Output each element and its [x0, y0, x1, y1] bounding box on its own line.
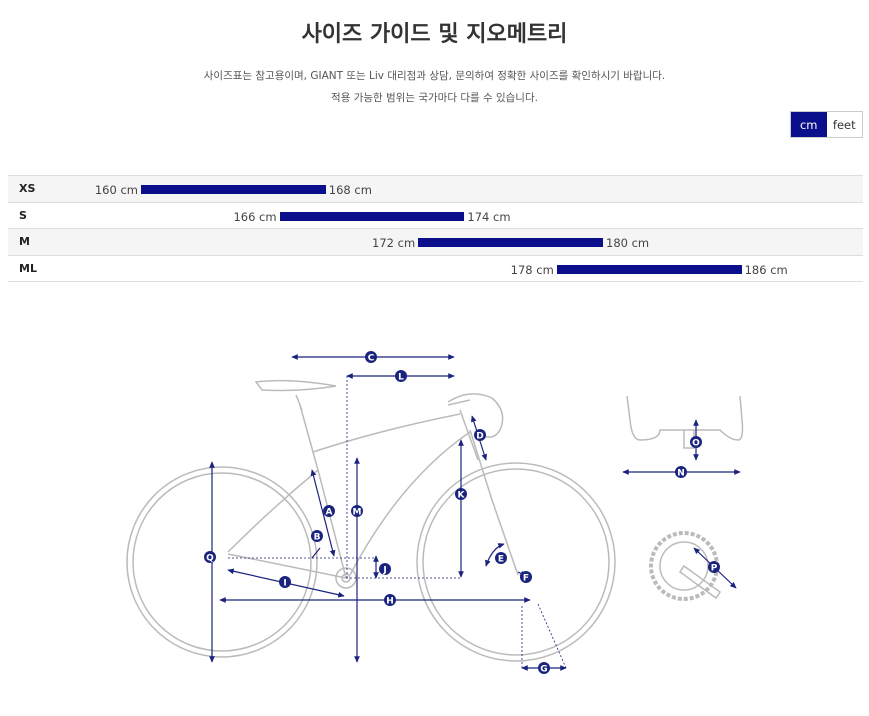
stem: [447, 399, 471, 406]
unit-toggle: cm feet: [790, 111, 863, 138]
label-g-badge: G: [538, 662, 550, 675]
dimension-labels: C L D K M A B Q E J F I H G O N P: [204, 351, 720, 675]
size-name: XS: [19, 182, 36, 195]
range-bar: [418, 238, 603, 247]
dimension-lines: [209, 354, 741, 671]
saddle: [254, 379, 337, 392]
label-d-badge: D: [474, 429, 486, 442]
size-row-xs: XS 160 cm 168 cm: [8, 176, 863, 203]
size-name: ML: [19, 261, 37, 275]
label-j: J: [382, 566, 386, 576]
label-n-badge: N: [675, 466, 687, 479]
label-b: B: [314, 533, 321, 543]
range-min-label: 166 cm: [233, 209, 277, 224]
intro-text-line-2: 적용 가능한 범위는 국가마다 다를 수 있습니다.: [331, 92, 538, 104]
label-k: K: [458, 491, 466, 501]
seat-tube: [299, 404, 347, 579]
label-m: M: [353, 508, 362, 518]
range-max-label: 186 cm: [744, 262, 788, 277]
label-o-badge: O: [690, 436, 702, 449]
front-wheel: [416, 462, 616, 662]
down-tube: [349, 431, 471, 576]
size-name: M: [19, 235, 30, 248]
label-i-badge: I: [279, 576, 291, 589]
fork: [469, 429, 519, 576]
size-row-s: S 166 cm 174 cm: [8, 202, 863, 229]
page-title: 사이즈 가이드 및 지오메트리: [301, 22, 568, 47]
range-min-label: 178 cm: [510, 262, 554, 277]
label-l: L: [398, 373, 404, 383]
label-c-badge: C: [365, 351, 377, 364]
range-max-label: 168 cm: [328, 183, 372, 197]
label-d: D: [476, 432, 483, 442]
size-row-m: M 172 cm 180 cm: [8, 229, 863, 256]
size-table: XS 160 cm 168 cm S 166 cm 174 cm M 172 c…: [8, 175, 863, 282]
size-name: S: [19, 208, 27, 222]
label-h-badge: H: [384, 594, 396, 607]
label-f: F: [523, 574, 529, 584]
label-a-badge: A: [323, 505, 335, 518]
label-i: I: [283, 579, 286, 589]
geometry-diagram: C L D K M A B Q E J F I H G O N P: [126, 351, 744, 675]
seat-post: [295, 394, 303, 411]
label-e: E: [498, 555, 504, 565]
label-j-badge: J: [379, 563, 391, 576]
label-n: N: [677, 469, 685, 479]
front-tire-inner: [422, 468, 610, 656]
label-b-badge: B: [311, 530, 323, 543]
bike-illustration: [126, 379, 744, 662]
range-bar: [556, 264, 742, 274]
label-o: O: [692, 439, 700, 449]
range-bar: [141, 185, 326, 194]
label-e-badge: E: [495, 552, 507, 565]
handlebar: [447, 393, 504, 438]
intro-text-line-1: 사이즈표는 참고용이며, GIANT 또는 Liv 대리점과 상담, 문의하여 …: [203, 70, 666, 82]
label-p-badge: P: [708, 561, 720, 574]
range-max-label: 180 cm: [606, 236, 650, 250]
range-bar: [279, 211, 465, 221]
unit-feet-button[interactable]: feet: [826, 112, 862, 137]
range-min-label: 172 cm: [372, 236, 416, 250]
rear-tire-inner: [132, 472, 312, 652]
label-k-badge: K: [455, 488, 467, 501]
label-q: Q: [206, 554, 214, 564]
reference-lines: [228, 376, 567, 669]
unit-cm-button[interactable]: cm: [791, 112, 827, 137]
seat-stay: [227, 469, 319, 553]
size-row-ml: ML 178 cm 186 cm: [8, 255, 863, 282]
range-min-label: 160 cm: [94, 183, 138, 197]
label-p: P: [711, 564, 718, 574]
label-a: A: [326, 508, 333, 518]
rear-wheel: [126, 466, 318, 658]
top-tube: [312, 413, 461, 453]
label-q-badge: Q: [204, 551, 216, 564]
range-max-label: 174 cm: [467, 209, 511, 224]
label-g: G: [540, 665, 547, 675]
label-c: C: [368, 354, 375, 364]
label-h: H: [386, 597, 394, 607]
label-f-badge: F: [520, 571, 532, 584]
label-l-badge: L: [395, 370, 407, 383]
label-m-badge: M: [351, 505, 363, 518]
handlebar-front: [626, 395, 744, 441]
